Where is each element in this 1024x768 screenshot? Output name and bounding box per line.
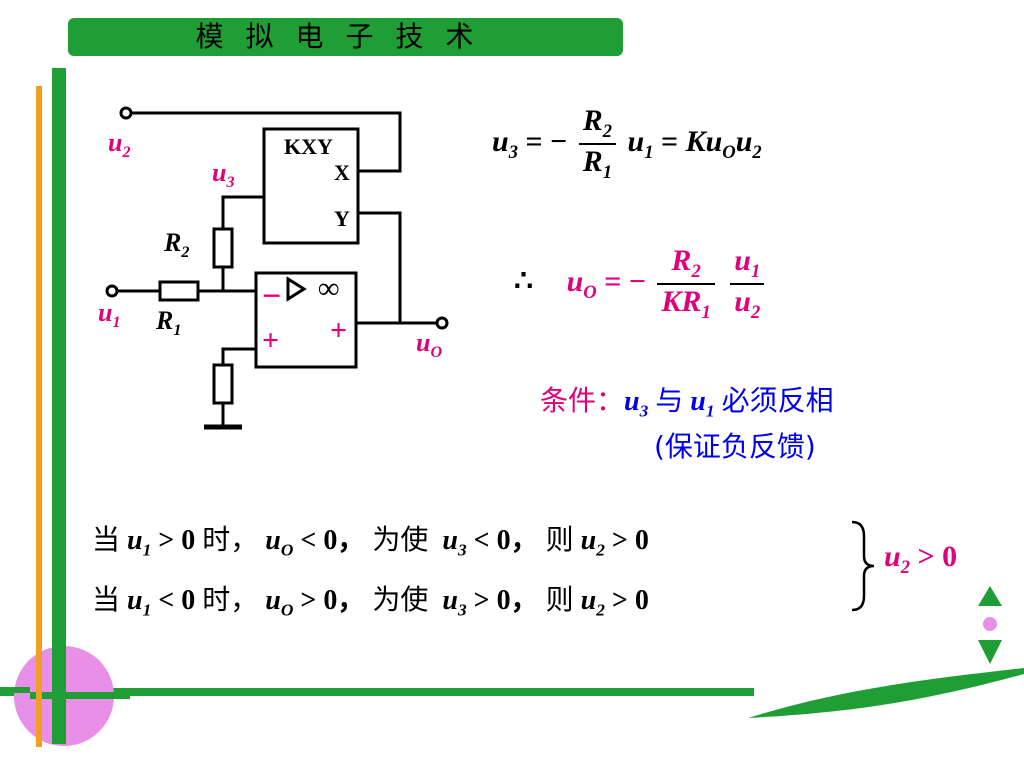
eq1-fraction: R2 R1 [578,104,616,184]
bottom-green-bar [0,688,754,696]
multiplier-x: X [334,160,350,185]
multiplier-y: Y [334,206,350,231]
deco-hline [30,692,130,699]
deco-stub [0,687,30,693]
deco-vline-orange [36,652,42,747]
case-row-2: 当 u1 < 0 时， uO > 0， 为使 u3 > 0， 则 u2 > 0 [92,583,649,620]
multiplier-box [262,127,360,245]
label-r1: R1 [156,306,182,340]
opamp-plus-in: + [262,324,280,357]
label-u3: u3 [212,158,235,192]
eq2-fraction-2: u1 u2 [730,244,765,324]
y-wire [358,211,438,325]
label-uo: uO [416,328,443,362]
label-r2: R2 [164,228,190,262]
brace-icon [851,520,875,612]
condition-line: 条件：u3 与 u1 必须反相 [540,384,834,421]
case-row-1: 当 u1 > 0 时， uO < 0， 为使 u3 < 0， 则 u2 > 0 [92,523,649,560]
circuit-diagram [105,106,449,430]
r1-resistor [158,280,200,302]
label-u1: u1 [98,298,121,332]
equation-2: ∴ uO = − R2 KR1 u1 u2 [514,244,768,324]
conclusion: u2 > 0 [884,540,958,578]
u2-terminal [119,106,133,120]
uo-terminal [435,316,449,330]
swoosh-shape [748,668,1024,718]
eq2-fraction-1: R2 KR1 [657,244,715,324]
multiplier-name: KXY [284,134,333,159]
nav-up-icon[interactable] [978,586,1002,606]
opamp-minus: − [262,278,282,315]
u1-terminal [105,284,119,298]
nav-home-icon[interactable] [983,617,997,631]
page-title: 模拟电子技术 [195,20,496,53]
ground-resistor [212,363,234,405]
left-orange-bar [36,86,42,678]
opamp-plus-out: + [330,314,348,347]
equation-1: u3 = − R2 R1 u1 = KuOu2 [492,104,762,184]
nav-down-icon[interactable] [978,640,1002,664]
corner-decoration [0,644,130,747]
noninv-wire [221,347,256,365]
opamp-infinity: ∞ [318,272,340,305]
u3-wire [221,195,264,229]
left-green-bar [52,68,66,672]
condition-note: (保证负反馈) [654,430,816,463]
title-bar [68,18,623,56]
slide-nav [976,584,1004,674]
swoosh-decoration [748,668,1024,718]
deco-vline-green [52,644,66,744]
label-u2: u2 [108,128,131,162]
opamp-triangle-icon [286,276,307,302]
r2-resistor [212,227,234,269]
u2-wire [131,111,402,173]
